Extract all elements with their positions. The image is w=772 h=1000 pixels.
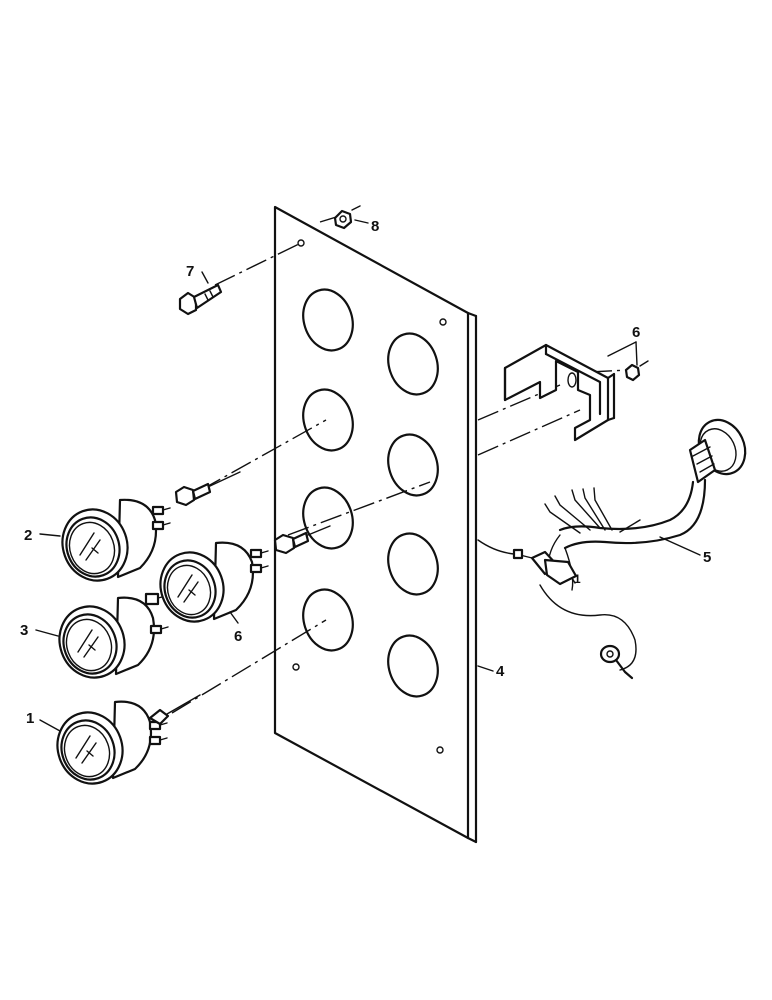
callout-bracket-nuts: 6 xyxy=(632,324,640,341)
assembly-lines xyxy=(171,214,629,714)
callout-harness-connector: 1 xyxy=(574,572,581,586)
leader-lines xyxy=(35,219,701,732)
callout-gauge-upper: 2 xyxy=(24,527,32,544)
harness-connector xyxy=(512,548,578,586)
nut xyxy=(333,205,361,230)
wiring-harness xyxy=(477,418,747,680)
callout-nut: 8 xyxy=(371,218,379,235)
sender-fitting-middle xyxy=(273,525,331,555)
ring-terminal xyxy=(599,644,634,680)
callout-gauge-lower: 1 xyxy=(26,710,34,727)
gauge-upper xyxy=(61,498,171,582)
callout-panel: 4 xyxy=(496,663,505,680)
bracket-nut xyxy=(624,360,649,382)
sender-fitting-lower xyxy=(148,694,201,726)
instrument-panel xyxy=(273,205,478,844)
callout-gauge-right: 6 xyxy=(234,628,242,645)
callout-harness: 5 xyxy=(703,549,711,566)
callout-gauge-middle: 3 xyxy=(20,622,28,639)
gauge-right xyxy=(159,541,269,623)
gauge-lower xyxy=(56,700,168,785)
gauge-middle xyxy=(58,592,169,679)
mounting-bracket xyxy=(503,343,616,442)
panel-holes xyxy=(302,288,439,698)
bolt xyxy=(178,283,223,316)
sender-fitting-upper xyxy=(174,471,241,507)
callout-bolt: 7 xyxy=(186,263,194,280)
